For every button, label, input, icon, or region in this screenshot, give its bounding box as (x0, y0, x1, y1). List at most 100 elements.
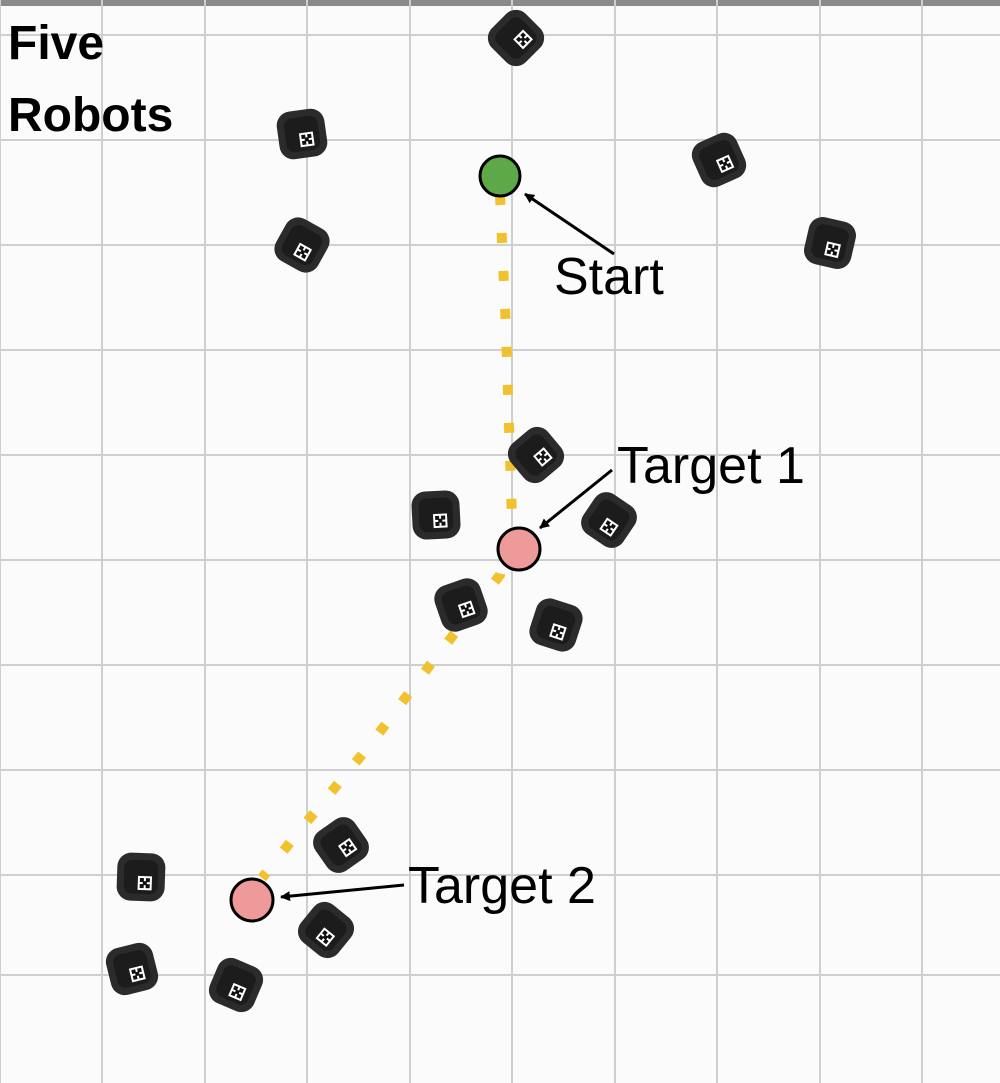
robot-tag-cell (535, 453, 542, 460)
robot-tag-cell (602, 525, 608, 531)
robot-tag-cell (832, 250, 838, 256)
robot-tag-cell (553, 625, 559, 631)
robot-tag-cell (134, 971, 140, 977)
robot-icon (691, 132, 747, 188)
robot-tag-cell (718, 159, 724, 165)
robot-tag-cell (236, 993, 242, 999)
robot-tag (137, 875, 153, 891)
robot-tag-cell (606, 524, 612, 530)
robot-tag (228, 982, 247, 1002)
robot-tag-cell (138, 973, 144, 979)
robot-tag-cell (131, 969, 137, 975)
robot-tag-cell (234, 989, 240, 995)
robot-tag-cell (230, 991, 237, 997)
robot-layer (105, 9, 856, 1013)
robot-tag-cell (318, 934, 324, 941)
robot-tag-cell (722, 161, 728, 167)
robot-tag-cell (139, 877, 144, 883)
robot-tag (432, 513, 448, 529)
robot-tag-cell (826, 249, 832, 255)
robot-tag (457, 600, 476, 619)
path-segment (258, 194, 518, 882)
robot-tag-cell (557, 633, 563, 639)
target-2-marker (229, 877, 275, 923)
robot-tag-cell (827, 243, 833, 249)
robot-tag-cell (301, 134, 306, 140)
robot-icon (434, 578, 488, 632)
robot-tag-cell (322, 930, 328, 936)
robot-tag (824, 241, 841, 259)
robot-tag-cell (233, 985, 239, 991)
robot-tag (293, 242, 313, 262)
robot-tag-cell (720, 165, 727, 171)
robot-icon (297, 901, 355, 959)
robot-tag-cell (435, 515, 440, 521)
robot-tag-cell (299, 249, 306, 255)
robot-tag-cell (307, 139, 313, 145)
robot-icon (507, 426, 565, 484)
robot-tag (337, 837, 358, 858)
robot-tag-cell (559, 627, 565, 633)
robot-tag-cell (605, 520, 611, 526)
robot-tag-cell (464, 606, 470, 612)
start-arrow (524, 192, 615, 256)
robot-tag-cell (723, 157, 730, 163)
robot-tag-cell (606, 528, 613, 535)
robot-tag-cell (726, 162, 732, 169)
robot-tag-cell (139, 883, 144, 889)
robot-tag-cell (462, 610, 468, 616)
robot-tag-cell (833, 245, 839, 250)
robot-tag (715, 154, 735, 174)
robot-tag-cell (142, 881, 147, 886)
robot-tag-cell (326, 933, 333, 940)
robot-tag-cell (610, 523, 616, 530)
robot-tag-cell (468, 608, 474, 614)
robot-icon (105, 942, 159, 996)
target-1-arrow (539, 468, 613, 530)
robot-tag-cell (344, 849, 350, 855)
robot-tag-cell (460, 604, 466, 611)
robot-tag-cell (441, 521, 446, 526)
target-2-arrow (280, 883, 405, 902)
robot-icon (313, 817, 369, 873)
robot-path (258, 194, 518, 882)
annotation-arrows (280, 192, 615, 902)
top-frame-edge (0, 0, 1000, 6)
robot-tag-cell (539, 458, 546, 465)
target-1-marker (496, 526, 542, 572)
robot-tag-cell (322, 938, 329, 945)
title-line-1: Five (8, 17, 105, 70)
title-line-2: Robots (8, 89, 174, 142)
robot-tag-cell (345, 840, 352, 847)
robot-icon (581, 492, 637, 548)
robot-tag-cell (301, 140, 307, 146)
robot-tag-cell (145, 878, 150, 883)
robot-tag-cell (304, 137, 310, 142)
robot-tag-cell (295, 250, 302, 257)
robot-tag-cell (340, 844, 347, 850)
robot-tag-cell (551, 631, 557, 637)
robot-tag-cell (301, 253, 307, 259)
robot-tag (533, 447, 553, 467)
robot-tag-cell (322, 934, 329, 940)
robot-icon (529, 598, 583, 652)
robot-tag-cell (145, 884, 150, 889)
robot-tag-cell (540, 449, 547, 456)
robot-tag-cell (540, 454, 546, 460)
robot-tag-cell (555, 629, 561, 635)
robot-tag-cell (307, 133, 312, 139)
start-marker (478, 154, 522, 198)
robot-tag-cell (303, 248, 310, 254)
robot-icon (411, 490, 461, 540)
start-label: Start (554, 248, 664, 306)
robot-tag-cell (132, 975, 138, 980)
robot-icon (276, 108, 328, 160)
robot-tag-cell (466, 603, 472, 609)
robot-tag (315, 927, 336, 948)
robot-icon (487, 9, 545, 67)
robot-tag-cell (298, 245, 305, 251)
robot-icon (804, 217, 856, 269)
target-2-label: Target 2 (408, 857, 596, 915)
